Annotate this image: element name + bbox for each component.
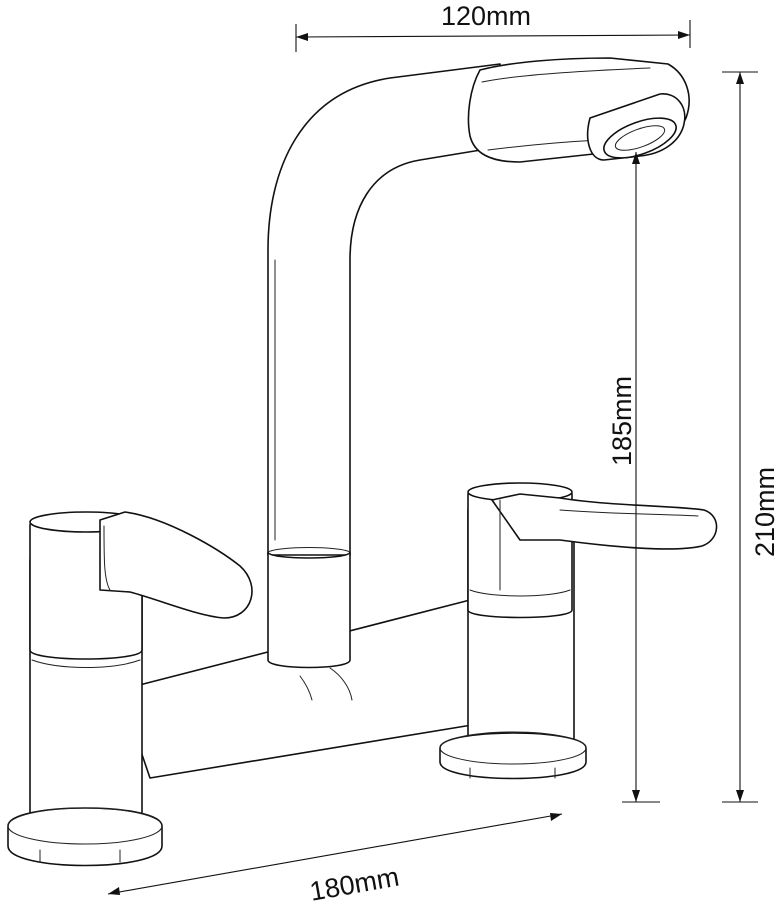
left-base-flange	[7, 807, 163, 867]
aerator	[586, 93, 686, 161]
dimension-label-spout-height: 185mm	[607, 376, 637, 466]
spout-neck	[267, 63, 506, 669]
dimension-label-center-width: 180mm	[308, 862, 402, 901]
dimension-spout-reach: 120mm	[295, 1, 691, 52]
dimension-total-height: 210mm	[722, 71, 778, 803]
left-lever-handle	[99, 511, 253, 619]
dimension-spout-height: 185mm	[607, 152, 660, 803]
right-base-flange	[439, 731, 587, 780]
dimension-label-spout-reach: 120mm	[441, 1, 531, 31]
dimension-label-total-height: 210mm	[750, 467, 778, 557]
dimension-center-width: 180mm	[107, 813, 563, 901]
right-lever-handle	[491, 493, 718, 591]
faucet-illustration	[7, 57, 718, 867]
